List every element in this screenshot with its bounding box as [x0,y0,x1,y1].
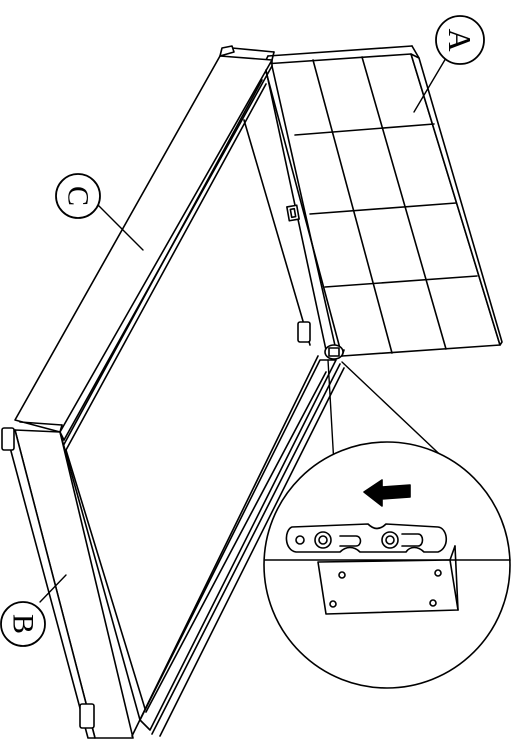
label-b-text: B [7,614,40,634]
label-a: A [435,15,485,65]
head-rail [243,65,337,351]
rail-c [14,45,275,451]
label-b: B [0,601,46,647]
rail-b [1,421,147,739]
panel-a [263,45,503,357]
label-c-text: C [62,186,95,206]
lower-rail [131,355,345,737]
label-leaders [39,57,447,603]
corner-bracket [324,344,344,360]
label-a-text: A [442,28,478,51]
zoom-detail [263,441,511,689]
label-c: C [55,173,101,219]
